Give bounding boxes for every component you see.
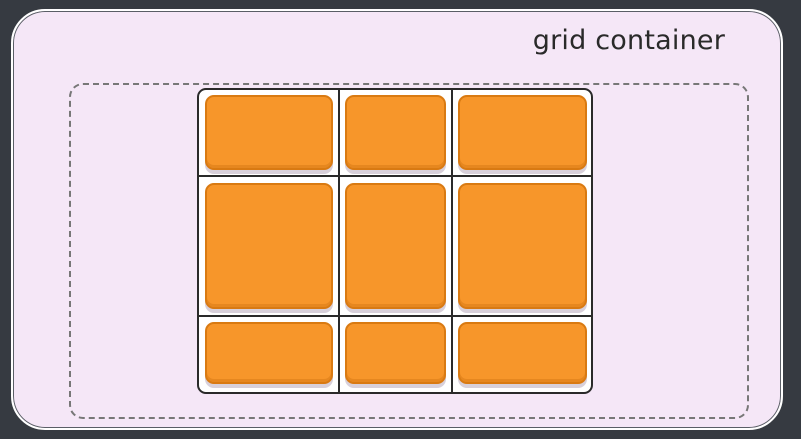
grid-item-r2-c3 [458, 183, 587, 309]
grid-item-r3-c1 [205, 322, 333, 384]
grid-column-line-1 [338, 90, 340, 392]
grid-item-r3-c2 [345, 322, 446, 384]
grid-item-r1-c2 [345, 95, 446, 170]
grid-column-line-2 [451, 90, 453, 392]
grid-item-r1-c1 [205, 95, 333, 170]
grid-area-dashed-outline [69, 83, 749, 419]
grid-row-line-1 [199, 175, 591, 177]
grid-item-r2-c1 [205, 183, 333, 309]
grid-item-r1-c3 [458, 95, 587, 170]
grid-row-line-2 [199, 315, 591, 317]
grid-item-r2-c2 [345, 183, 446, 309]
grid-container-label: grid container [532, 25, 725, 56]
grid-track-box [197, 88, 593, 394]
grid-item-r3-c3 [458, 322, 587, 384]
